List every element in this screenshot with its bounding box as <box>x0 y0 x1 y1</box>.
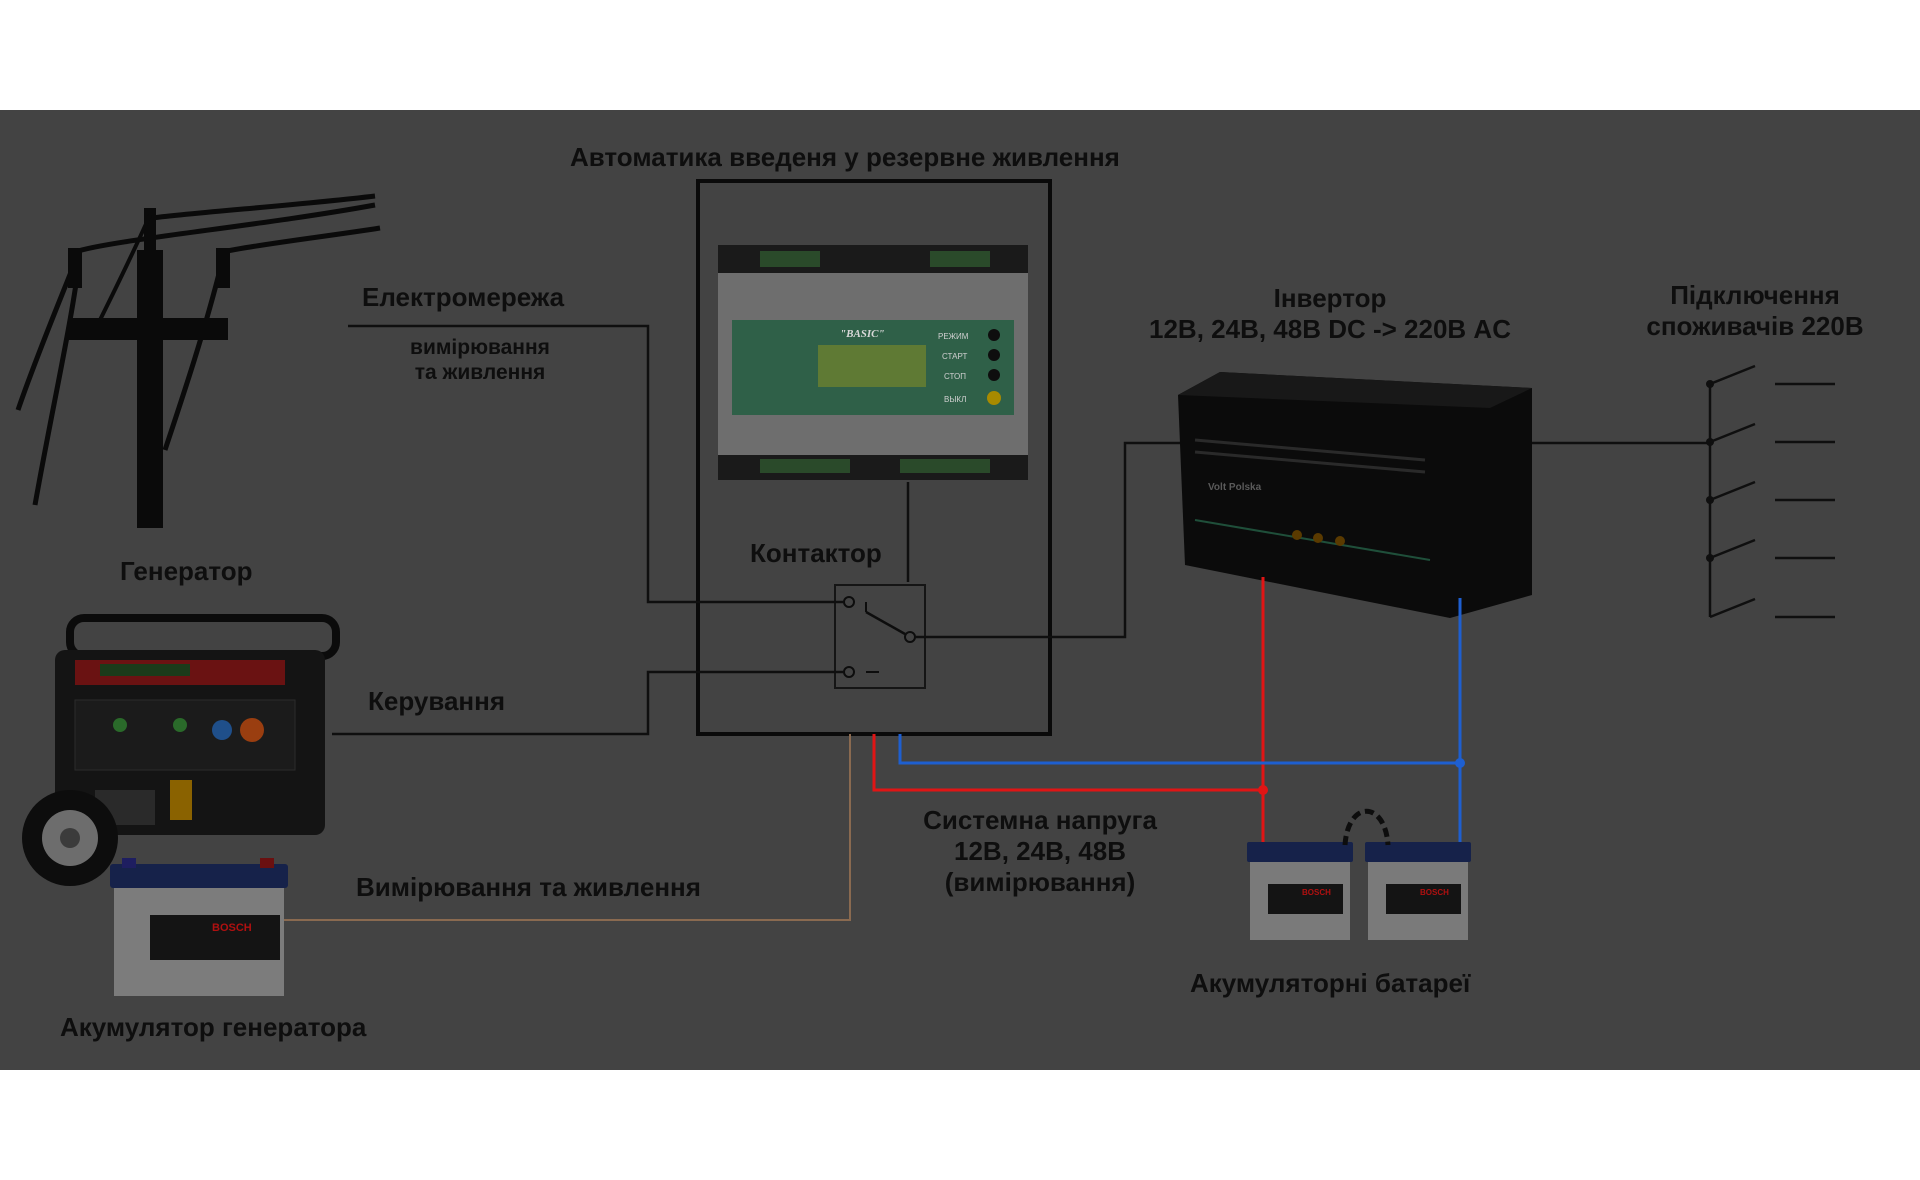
inverter-label-line: Інвертор <box>1273 283 1387 313</box>
system-voltage-label: Системна напруга 12В, 24В, 48В (вимірюва… <box>890 805 1190 899</box>
consumers-label: Підключення споживачів 220В <box>1620 280 1890 342</box>
contactor-label: Контактор <box>750 538 882 568</box>
battery-brand-label: BOSCH <box>1420 888 1449 897</box>
inverter-label-line: 12В, 24В, 48В DC -> 220В AC <box>1149 314 1511 345</box>
inverter-icon: Volt Polska <box>1178 372 1532 618</box>
controller-button-label: СТОП <box>944 372 966 381</box>
power-pole-icon <box>15 193 381 528</box>
measure-power-label: Вимірювання та живлення <box>356 872 701 902</box>
generator-battery-label: Акумулятор генератора <box>60 1012 367 1042</box>
wiring-measure <box>284 734 851 921</box>
wiring-positive <box>872 734 1265 842</box>
controller-model-label: "BASIC" <box>840 328 885 340</box>
ats-title: Автоматика введеня у резервне живлення <box>570 142 1120 172</box>
contactor-icon <box>834 584 926 689</box>
system-voltage-label-line: 12В, 24В, 48В <box>954 836 1126 867</box>
battery-brand-label: BOSCH <box>212 922 252 934</box>
generator-icon <box>22 614 340 886</box>
generator-battery-icon: BOSCH <box>110 858 288 996</box>
controller-button-label: ВЫКЛ <box>944 395 966 404</box>
generator-label: Генератор <box>120 556 253 586</box>
system-battery-icon: BOSCH <box>1365 842 1471 940</box>
wiring-negative <box>898 734 1462 842</box>
grid-label: Електромережа <box>362 282 565 312</box>
grid-sublabel: вимірювання та живлення <box>375 335 585 385</box>
grid-sublabel-line: вимірювання <box>410 336 550 359</box>
grid-sublabel-line: та живлення <box>414 361 546 385</box>
consumers-label-line: Підключення <box>1670 280 1840 310</box>
control-label: Керування <box>368 686 506 716</box>
consumers-label-line: споживачів 220В <box>1646 311 1864 342</box>
battery-brand-label: BOSCH <box>1302 888 1331 897</box>
wire-junction <box>1455 758 1465 768</box>
controller-button-label: РЕЖИМ <box>938 332 969 341</box>
system-voltage-label-line: (вимірювання) <box>944 867 1136 898</box>
wiring-black <box>332 324 1712 736</box>
battery-link-cable <box>1342 808 1391 846</box>
consumer-switches <box>1706 364 1835 619</box>
inverter-label: Інвертор 12В, 24В, 48В DC -> 220В AC <box>1110 283 1550 345</box>
system-battery-icon: BOSCH <box>1247 842 1353 940</box>
system-voltage-label-line: Системна напруга <box>923 805 1157 835</box>
controller-button-label: СТАРТ <box>942 352 967 361</box>
ats-controller-icon: "BASIC" РЕЖИМ СТАРТ СТОП ВЫКЛ <box>718 245 1028 480</box>
wire-junction <box>1258 785 1268 795</box>
batteries-label: Акумуляторні батареї <box>1190 968 1471 998</box>
inverter-brand-label: Volt Polska <box>1208 482 1262 493</box>
